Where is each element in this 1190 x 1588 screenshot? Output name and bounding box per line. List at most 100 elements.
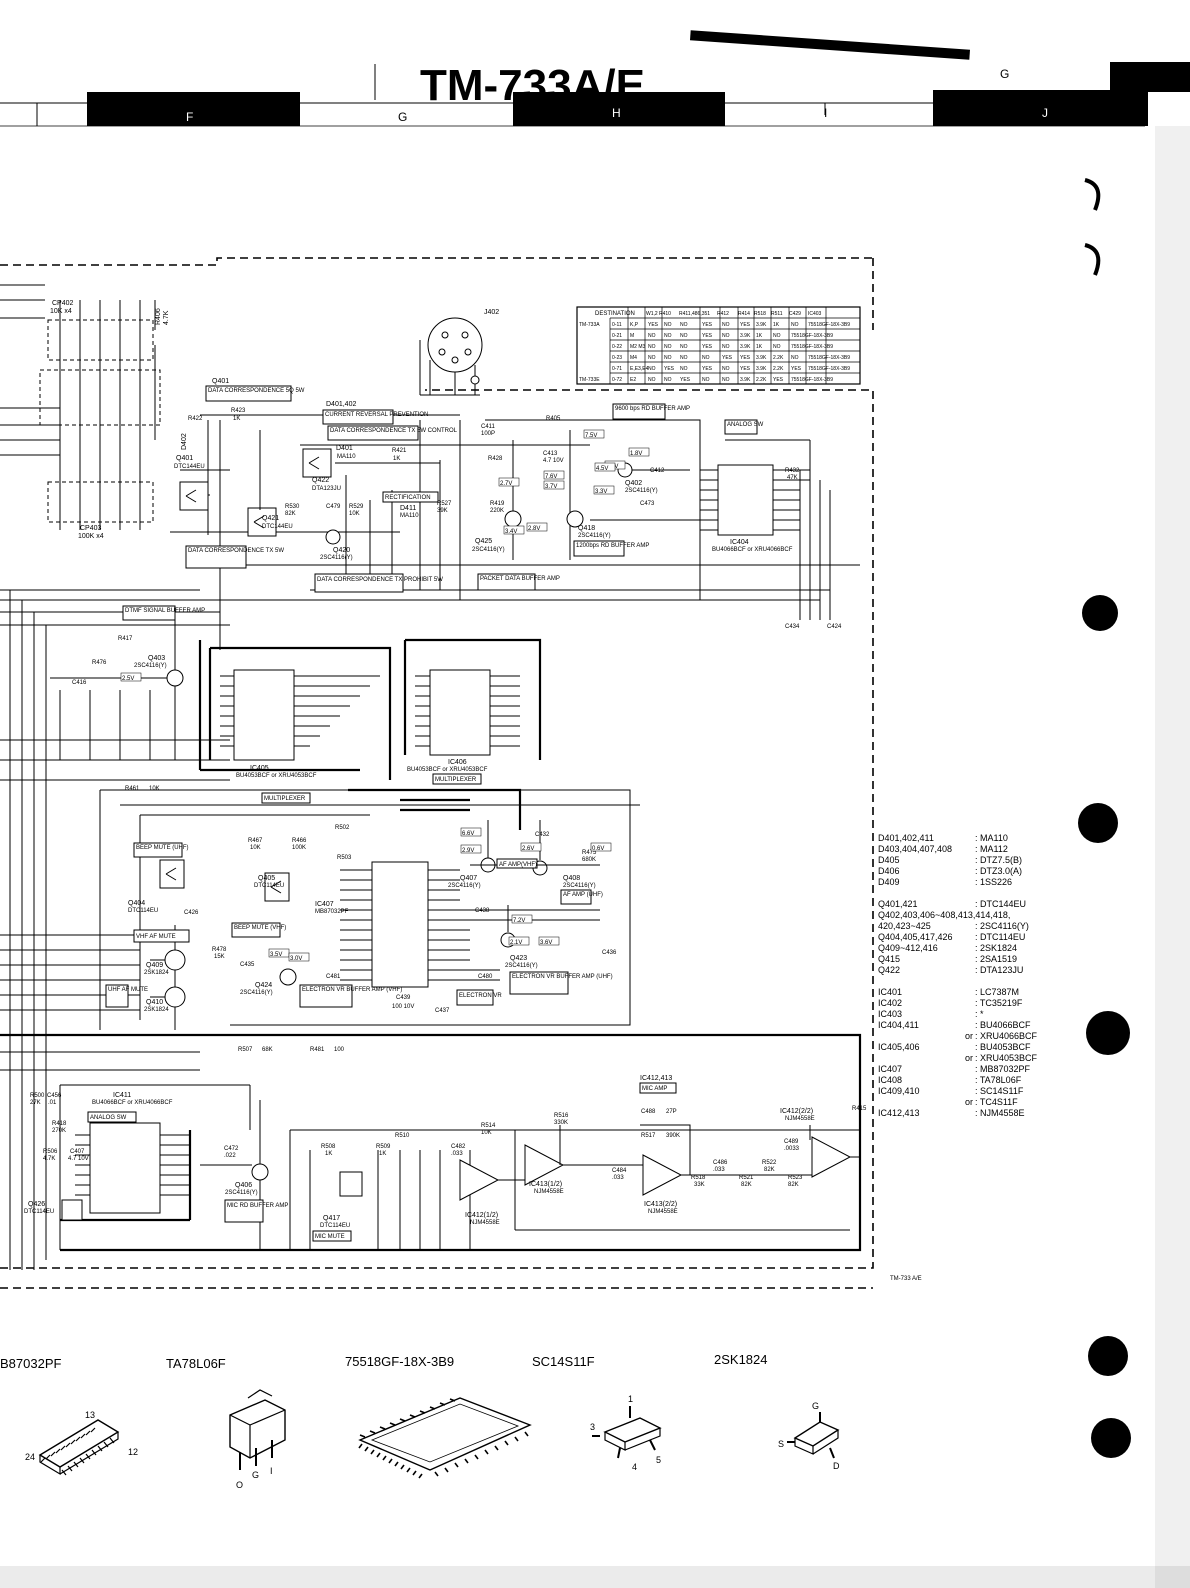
voltage-tag [526, 522, 548, 532]
table-cell: YES [702, 322, 713, 328]
part-label: C435 [240, 962, 255, 968]
semi-ref: or [965, 1097, 973, 1107]
part-label: 15K [214, 954, 225, 960]
ic412-413-label: IC412,413 [640, 1075, 672, 1082]
table-cell: NO [648, 366, 656, 372]
semi-part: : TC35219F [975, 998, 1023, 1008]
part-label: R421 [392, 448, 407, 454]
part-label: C438 [475, 908, 490, 914]
q420-part: 2SC4116(Y) [320, 555, 353, 561]
part-label: 1K [233, 416, 240, 422]
ic413a-part: NJM4558E [534, 1189, 564, 1195]
table-cell: NO [722, 366, 730, 372]
voltage-tag [511, 914, 533, 924]
table-cell: YES [773, 377, 784, 383]
ic412a-ref: IC412(1/2) [465, 1212, 498, 1219]
q405-part: DTC114EU [254, 883, 284, 889]
analog-sw-top: ANALOG SW [727, 422, 764, 428]
part-label: 82K [764, 1167, 775, 1173]
part-label: R405 [546, 416, 561, 422]
voltage-tag [543, 480, 565, 490]
ic404: ANALOG SW IC404 BU4066BCF or XRU4066BCF [700, 419, 831, 620]
semi-part: : LC7387M [975, 987, 1019, 997]
q423-part: 2SC4116(Y) [505, 963, 538, 969]
semi-ref: Q422 [878, 965, 900, 975]
voltage-value: 2.1V [510, 940, 522, 946]
part-label: R476 [92, 660, 107, 666]
part-label: R530 [285, 504, 300, 510]
voltage-value: 0.6V [592, 846, 604, 852]
j402-label: J402 [484, 309, 499, 316]
q410-part: 2SK1824 [144, 1007, 169, 1013]
table-cell: NO [791, 355, 799, 361]
semi-part: : MA112 [975, 844, 1008, 854]
sop-pin-13: 13 [85, 1410, 95, 1420]
table-cell: YES [702, 366, 713, 372]
mic-amp-box: MIC AMP [642, 1086, 667, 1092]
part-label: 39K [437, 508, 448, 514]
q425-label: Q425 [475, 538, 492, 545]
table-cell: 1K [756, 344, 763, 350]
d411-label: D411 [400, 505, 416, 512]
part-label: R508 [321, 1144, 336, 1150]
table-cell: NO [722, 344, 730, 350]
d401-402-label: D401,402 [326, 401, 356, 408]
table-header: R411,486,351 [679, 311, 710, 317]
analog-sw-bottom: ANALOG SW [90, 1115, 127, 1121]
corner-zone-label: G [1000, 67, 1009, 81]
d402-label: D402 [181, 433, 188, 450]
part-label: 390K [666, 1133, 680, 1139]
q403-part: 2SC4116(Y) [134, 663, 167, 669]
table-cell: NO [722, 322, 730, 328]
table-header: IC403 [808, 311, 822, 317]
table-cell: 3.9K [740, 333, 751, 339]
ic413b-part: NJM4558E [648, 1209, 678, 1215]
rectification-box: RECTIFICATION [385, 495, 431, 501]
resistor-networks: CP402 10K x4 CP403 100K x4 R406 4.7K [39, 300, 170, 540]
part-label: 1K [379, 1151, 386, 1157]
sc14-pin-5: 5 [656, 1455, 661, 1465]
part-label: R466 [292, 838, 307, 844]
dtmf-buffer-box: DTMF SIGNAL BUFFER AMP [125, 608, 205, 614]
semi-part: : TA78L06F [975, 1075, 1022, 1085]
voltage-tag [593, 485, 615, 495]
q422-label: Q422 [312, 477, 329, 484]
part-label: R521 [739, 1175, 754, 1181]
q420-label: Q420 [333, 547, 350, 554]
table-cell: 2.2K [773, 355, 784, 361]
semi-ref: or [965, 1031, 973, 1041]
semi-part: : SC14S11F [975, 1086, 1024, 1096]
table-cell: 3.9K [756, 355, 767, 361]
table-cell: NO [680, 333, 688, 339]
page-title: TM-733A/E [420, 61, 645, 110]
ta78l06f-drawing: O G I [229, 1389, 286, 1490]
cp403-value: 100K x4 [78, 533, 104, 540]
ic407-ref: IC407 [315, 901, 334, 908]
cp402-label: CP402 [52, 300, 74, 307]
semi-part: : DTZ3.0(A) [975, 866, 1022, 876]
table-cell: YES [791, 366, 802, 372]
ic405-ref: IC405 [250, 765, 269, 772]
voltage-value: 7.5V [585, 433, 597, 439]
sc14-pin-1: 1 [628, 1394, 633, 1404]
uhf-af-mute: UHF AF MUTE [108, 987, 148, 993]
part-label: 33K [694, 1182, 705, 1188]
part-label: C407 [70, 1149, 85, 1155]
semi-ref: D406 [878, 866, 900, 876]
ic404-part: BU4066BCF or XRU4066BCF [712, 547, 793, 553]
sop-package-drawing: 13 24 12 [25, 1410, 138, 1476]
table-cell: K,P [630, 322, 639, 328]
part-label: C481 [326, 974, 341, 980]
ic406-part: BU4053BCF or XRU4053BCF [407, 767, 488, 773]
q418-label: Q418 [578, 525, 595, 532]
table-cell: NO [648, 344, 656, 350]
package-name-3: 75518GF-18X-3B9 [345, 1354, 454, 1369]
part-label: R500 [30, 1093, 45, 1099]
table-cell: YES [740, 322, 751, 328]
semi-part: : 2SA1519 [975, 954, 1017, 964]
semi-part: : BU4053BCF [975, 1042, 1031, 1052]
table-cell: M [630, 333, 634, 339]
table-header: DESTINATION [595, 311, 635, 317]
part-label: C426 [184, 910, 199, 916]
